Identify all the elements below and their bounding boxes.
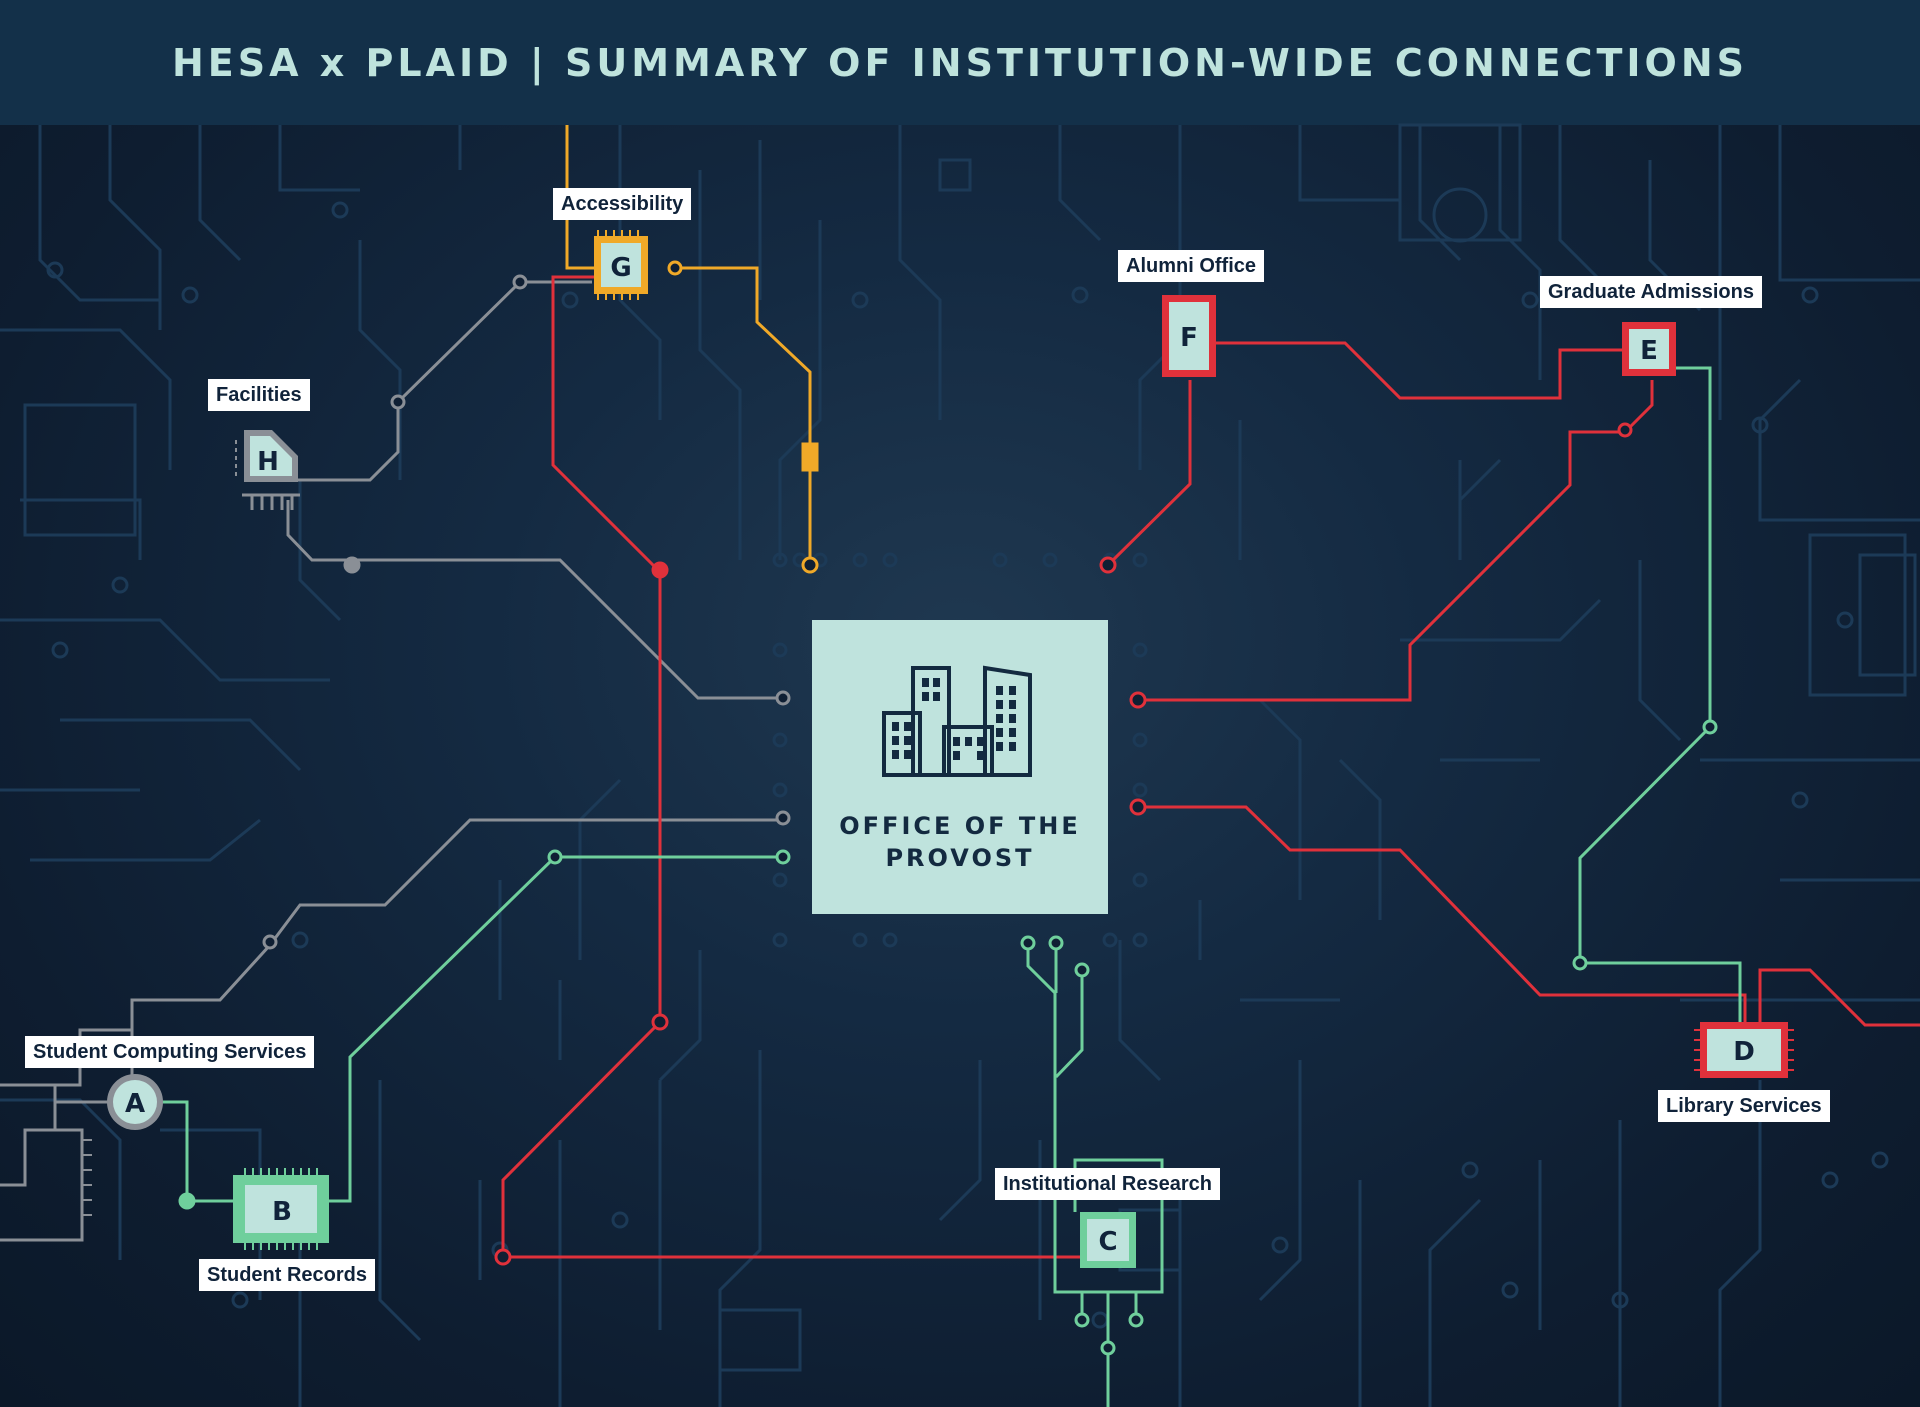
student-computing-services-node[interactable]: A bbox=[107, 1074, 163, 1130]
background-nodes bbox=[46, 201, 1889, 1329]
provost-label-line2: PROVOST bbox=[885, 844, 1035, 872]
graduate-admissions-node[interactable]: E bbox=[1622, 322, 1676, 376]
gray-connection-nodes bbox=[262, 274, 791, 950]
library-services-node[interactable]: D bbox=[1694, 1022, 1794, 1078]
label-student-computing-services: Student Computing Services bbox=[25, 1036, 315, 1068]
page-title: HESA x PLAID | SUMMARY OF INSTITUTION-WI… bbox=[171, 40, 1749, 85]
orange-connections bbox=[565, 125, 812, 564]
gray-connector-ticks bbox=[82, 1139, 92, 1216]
header-bar: HESA x PLAID | SUMMARY OF INSTITUTION-WI… bbox=[0, 0, 1920, 125]
background-chip-outlines bbox=[23, 123, 1917, 1372]
institutional-research-node[interactable]: C bbox=[1080, 1212, 1136, 1268]
red-connection-nodes bbox=[494, 422, 1633, 1266]
office-buildings-icon bbox=[882, 665, 1032, 777]
background-traces bbox=[0, 125, 1920, 1407]
label-library-services: Library Services bbox=[1658, 1090, 1830, 1122]
green-connection-nodes bbox=[178, 719, 1718, 1356]
label-graduate-admissions: Graduate Admissions bbox=[1540, 276, 1762, 308]
orange-connection-nodes bbox=[667, 260, 819, 574]
node-letter-f: F bbox=[1180, 323, 1198, 353]
provost-label: OFFICE OF THE PROVOST bbox=[812, 810, 1108, 874]
label-alumni-office: Alumni Office bbox=[1118, 250, 1265, 282]
facilities-node[interactable]: H bbox=[235, 430, 300, 510]
node-letter-c: C bbox=[1098, 1227, 1117, 1257]
node-letter-b: B bbox=[272, 1197, 292, 1227]
label-institutional-research: Institutional Research bbox=[995, 1168, 1220, 1200]
node-letter-e: E bbox=[1640, 336, 1658, 366]
provost-label-line1: OFFICE OF THE bbox=[839, 812, 1081, 840]
label-student-records: Student Records bbox=[199, 1259, 376, 1291]
accessibility-node[interactable]: G bbox=[594, 230, 648, 300]
node-letter-a: A bbox=[125, 1089, 145, 1119]
red-connections bbox=[501, 275, 1920, 1259]
node-letter-h: H bbox=[257, 447, 279, 477]
alumni-office-node[interactable]: F bbox=[1162, 295, 1216, 377]
student-records-node[interactable]: B bbox=[233, 1168, 329, 1250]
label-facilities: Facilities bbox=[208, 379, 310, 411]
node-letter-d: D bbox=[1733, 1037, 1755, 1067]
node-letter-g: G bbox=[610, 253, 631, 283]
office-of-the-provost-hub[interactable]: OFFICE OF THE PROVOST bbox=[812, 620, 1108, 914]
label-accessibility: Accessibility bbox=[553, 188, 692, 220]
